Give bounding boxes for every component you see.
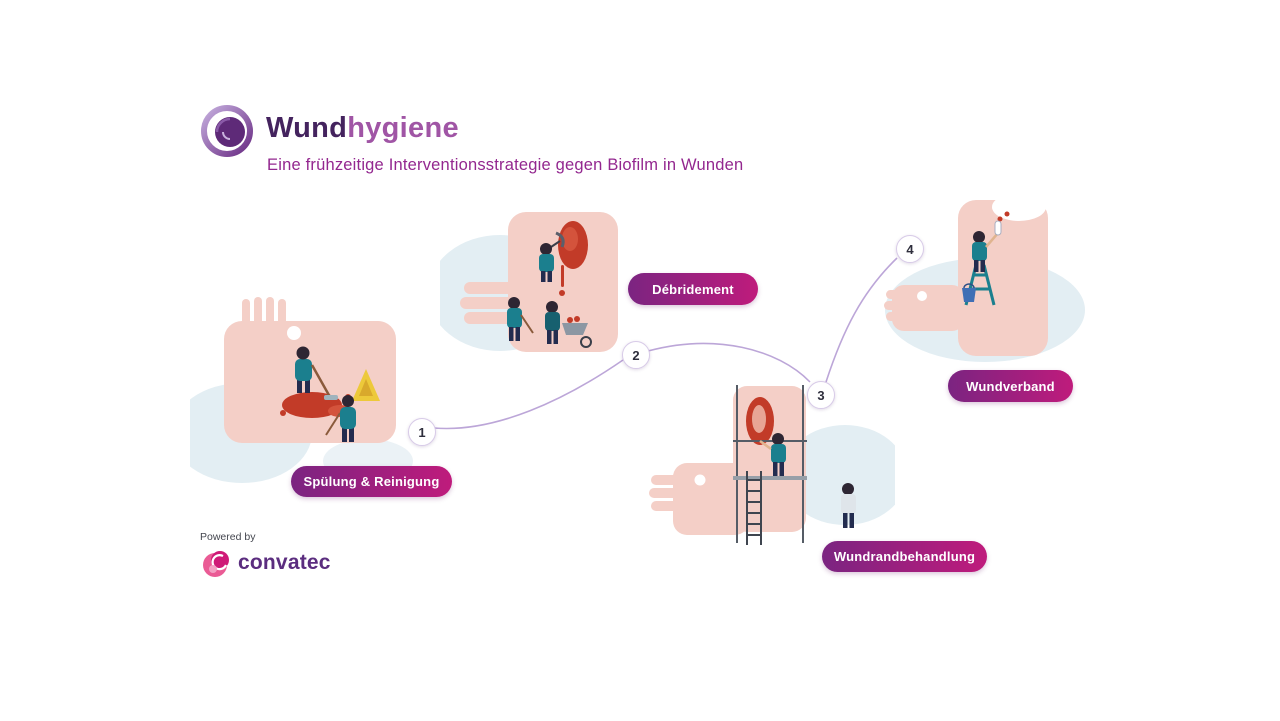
step-marker-3: 3 [807, 381, 835, 409]
step-pill-wundrandbehandlung: Wundrandbehandlung [822, 541, 987, 572]
title-word-wund: Wund [266, 112, 348, 144]
step-marker-4: 4 [896, 235, 924, 263]
illustration-step2-debridement [440, 203, 640, 378]
step-pill-debridement: Débridement [628, 273, 758, 305]
worker-squeegee [325, 395, 356, 442]
worker-observer [841, 483, 856, 528]
step-marker-1: 1 [408, 418, 436, 446]
ladder [746, 471, 762, 545]
worker-mopping [295, 346, 338, 400]
page-title: Wundhygiene [266, 112, 459, 145]
illustration-step4-dressing [882, 197, 1087, 369]
step-marker-2: 2 [622, 341, 650, 369]
wound-blob [558, 221, 588, 296]
worker-painter [972, 220, 1002, 272]
step-pill-spuelung-reinigung: Spülung & Reinigung [291, 466, 452, 497]
worker-wheelbarrow [545, 301, 592, 348]
worker-shovel [507, 297, 534, 341]
illustration-step3-wound-edge [645, 383, 895, 555]
wundhygiene-logo-icon [201, 105, 253, 157]
paint-bucket [962, 283, 976, 302]
powered-by-label: Powered by [200, 531, 256, 543]
convatec-swirl-icon [201, 547, 233, 579]
wet-floor-sign [352, 369, 380, 401]
scaffolding [733, 385, 807, 543]
worker-pickaxe [539, 231, 565, 282]
worker-on-platform [759, 433, 786, 476]
page-subtitle: Eine frühzeitige Interventionsstrategie … [267, 156, 744, 174]
convatec-wordmark: convatec [238, 551, 331, 574]
illustration-step1-cleaning [190, 293, 425, 498]
wound-outline [746, 397, 774, 445]
title-word-hygiene: hygiene [347, 112, 459, 144]
step-pill-wundverband: Wundverband [948, 370, 1073, 402]
